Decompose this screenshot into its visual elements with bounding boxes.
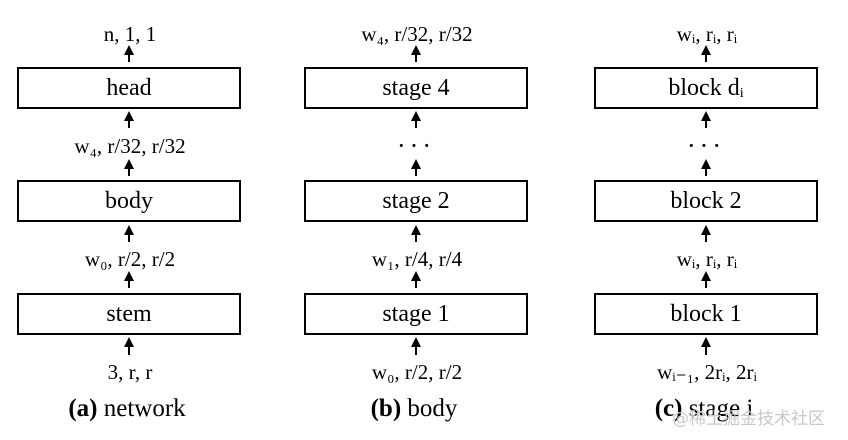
caption-text: stage i [688, 395, 754, 422]
caption-letter: (b) [370, 395, 402, 422]
stage-input-label: wᵢ₋₁, 2rᵢ, 2rᵢ [657, 360, 757, 384]
block2-box: block 2 [594, 180, 818, 222]
blockd-output-label: wᵢ, rᵢ, rᵢ [676, 22, 738, 46]
caption-stage: (c) stage i [564, 395, 844, 423]
network-output-label: n, 1, 1 [103, 22, 157, 46]
stage4-box: stage 4 [304, 67, 528, 109]
head-box: head [17, 67, 241, 109]
watermark: @稀土掘金技术社区 [672, 409, 825, 429]
stem-box: stem [17, 293, 241, 335]
caption-letter: (c) [654, 395, 683, 422]
block1-output-label: wᵢ, rᵢ, rᵢ [676, 247, 738, 271]
network-input-label: 3, r, r [107, 360, 153, 384]
stem-output-label: w₀, r/2, r/2 [84, 247, 176, 271]
caption-letter: (a) [68, 395, 98, 422]
body-output-label: w₄, r/32, r/32 [74, 134, 186, 158]
block1-box: block 1 [594, 293, 818, 335]
stage4-output-label: w₄, r/32, r/32 [361, 22, 473, 46]
caption-text: body [407, 395, 458, 422]
body-input-label: w₀, r/2, r/2 [371, 360, 463, 384]
stage1-box: stage 1 [304, 293, 528, 335]
caption-text: network [103, 395, 186, 422]
ellipsis: ··· [397, 131, 435, 160]
caption-network: (a) network [0, 395, 267, 423]
body-box: body [17, 180, 241, 222]
blockd-box: block dᵢ [594, 67, 818, 109]
stage2-box: stage 2 [304, 180, 528, 222]
caption-body: (b) body [274, 395, 554, 423]
stage1-output-label: w₁, r/4, r/4 [371, 247, 463, 271]
ellipsis: ··· [687, 131, 725, 160]
